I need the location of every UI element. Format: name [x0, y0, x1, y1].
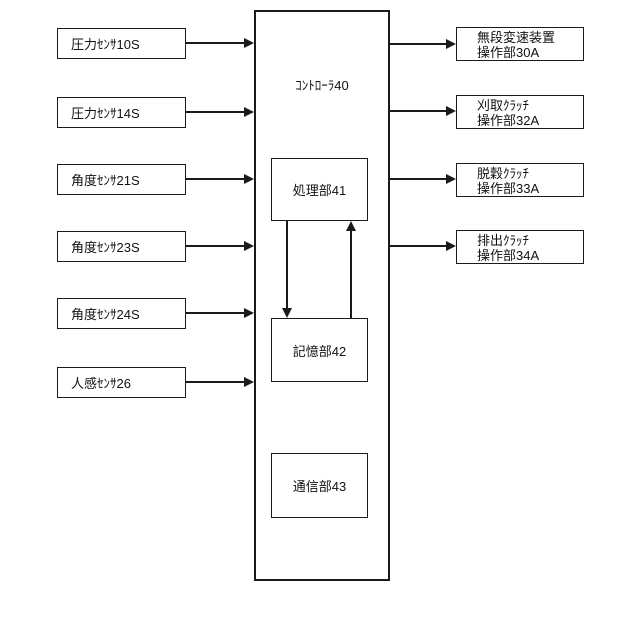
arrow-sensor-0-to-controller — [186, 38, 254, 48]
arrow-controller-to-actuator-0 — [390, 39, 456, 49]
arrowhead-up-icon — [346, 221, 356, 231]
arrowhead-right-icon — [446, 174, 456, 184]
sensor-label: 圧力ｾﾝｻ14S — [71, 106, 140, 121]
sensor-label: 圧力ｾﾝｻ10S — [71, 37, 140, 52]
arrow-sensor-5-to-controller — [186, 377, 254, 387]
unit-label: 通信部43 — [292, 479, 347, 494]
arrow-controller-to-actuator-2 — [390, 174, 456, 184]
actuator-label-line2: 操作部30A — [477, 45, 540, 60]
arrow-sensor-4-to-controller — [186, 308, 254, 318]
arrow-shaft — [390, 43, 447, 45]
arrow-processing-to-memory — [282, 221, 292, 318]
arrowhead-down-icon — [282, 308, 292, 318]
arrow-shaft — [390, 178, 447, 180]
actuator-label-line2: 操作部32A — [477, 113, 540, 128]
arrowhead-right-icon — [244, 38, 254, 48]
sensor-box-angle-21s: 角度ｾﾝｻ21S — [57, 164, 186, 195]
actuator-label-line1: 脱穀ｸﾗｯﾁ — [477, 166, 530, 181]
arrowhead-right-icon — [244, 377, 254, 387]
unit-box-processing-41: 処理部41 — [271, 158, 368, 221]
arrowhead-right-icon — [244, 241, 254, 251]
arrow-sensor-1-to-controller — [186, 107, 254, 117]
arrow-sensor-2-to-controller — [186, 174, 254, 184]
sensor-box-pressure-10s: 圧力ｾﾝｻ10S — [57, 28, 186, 59]
controller-label: ｺﾝﾄﾛｰﾗ40 — [295, 78, 349, 93]
sensor-label: 角度ｾﾝｻ24S — [71, 307, 140, 322]
actuator-label-line2: 操作部33A — [477, 181, 540, 196]
arrowhead-right-icon — [446, 39, 456, 49]
actuator-box-cvt-30a: 無段変速装置 操作部30A — [456, 27, 584, 61]
arrow-shaft — [186, 312, 245, 314]
unit-box-communication-43: 通信部43 — [271, 453, 368, 518]
sensor-label: 角度ｾﾝｻ21S — [71, 173, 140, 188]
sensor-box-pressure-14s: 圧力ｾﾝｻ14S — [57, 97, 186, 128]
arrowhead-right-icon — [244, 107, 254, 117]
arrow-shaft — [186, 245, 245, 247]
arrow-shaft — [186, 42, 245, 44]
unit-box-memory-42: 記憶部42 — [271, 318, 368, 382]
actuator-box-thresh-clutch-33a: 脱穀ｸﾗｯﾁ 操作部33A — [456, 163, 584, 197]
sensor-box-angle-23s: 角度ｾﾝｻ23S — [57, 231, 186, 262]
arrow-shaft — [390, 245, 447, 247]
arrow-shaft — [390, 110, 447, 112]
arrow-shaft — [186, 111, 245, 113]
arrow-shaft — [186, 178, 245, 180]
actuator-label-line1: 刈取ｸﾗｯﾁ — [477, 98, 530, 113]
arrow-sensor-3-to-controller — [186, 241, 254, 251]
arrow-shaft — [350, 230, 352, 318]
actuator-label-line1: 無段変速装置 — [477, 30, 556, 45]
arrowhead-right-icon — [244, 174, 254, 184]
unit-label: 記憶部42 — [292, 343, 347, 359]
arrow-shaft — [186, 381, 245, 383]
arrow-controller-to-actuator-1 — [390, 106, 456, 116]
arrowhead-right-icon — [446, 241, 456, 251]
actuator-box-discharge-clutch-34a: 排出ｸﾗｯﾁ 操作部34A — [456, 230, 584, 264]
arrowhead-right-icon — [244, 308, 254, 318]
arrow-shaft — [286, 221, 288, 309]
sensor-label: 角度ｾﾝｻ23S — [71, 240, 140, 255]
arrow-controller-to-actuator-3 — [390, 241, 456, 251]
unit-label: 処理部41 — [292, 183, 347, 198]
sensor-box-angle-24s: 角度ｾﾝｻ24S — [57, 298, 186, 329]
actuator-box-harvest-clutch-32a: 刈取ｸﾗｯﾁ 操作部32A — [456, 95, 584, 129]
arrow-memory-to-processing — [346, 221, 356, 318]
sensor-box-human-26: 人感ｾﾝｻ26 — [57, 367, 186, 398]
actuator-label-line1: 排出ｸﾗｯﾁ — [477, 233, 530, 248]
sensor-label: 人感ｾﾝｻ26 — [71, 376, 131, 391]
actuator-label-line2: 操作部34A — [477, 248, 540, 263]
arrowhead-right-icon — [446, 106, 456, 116]
